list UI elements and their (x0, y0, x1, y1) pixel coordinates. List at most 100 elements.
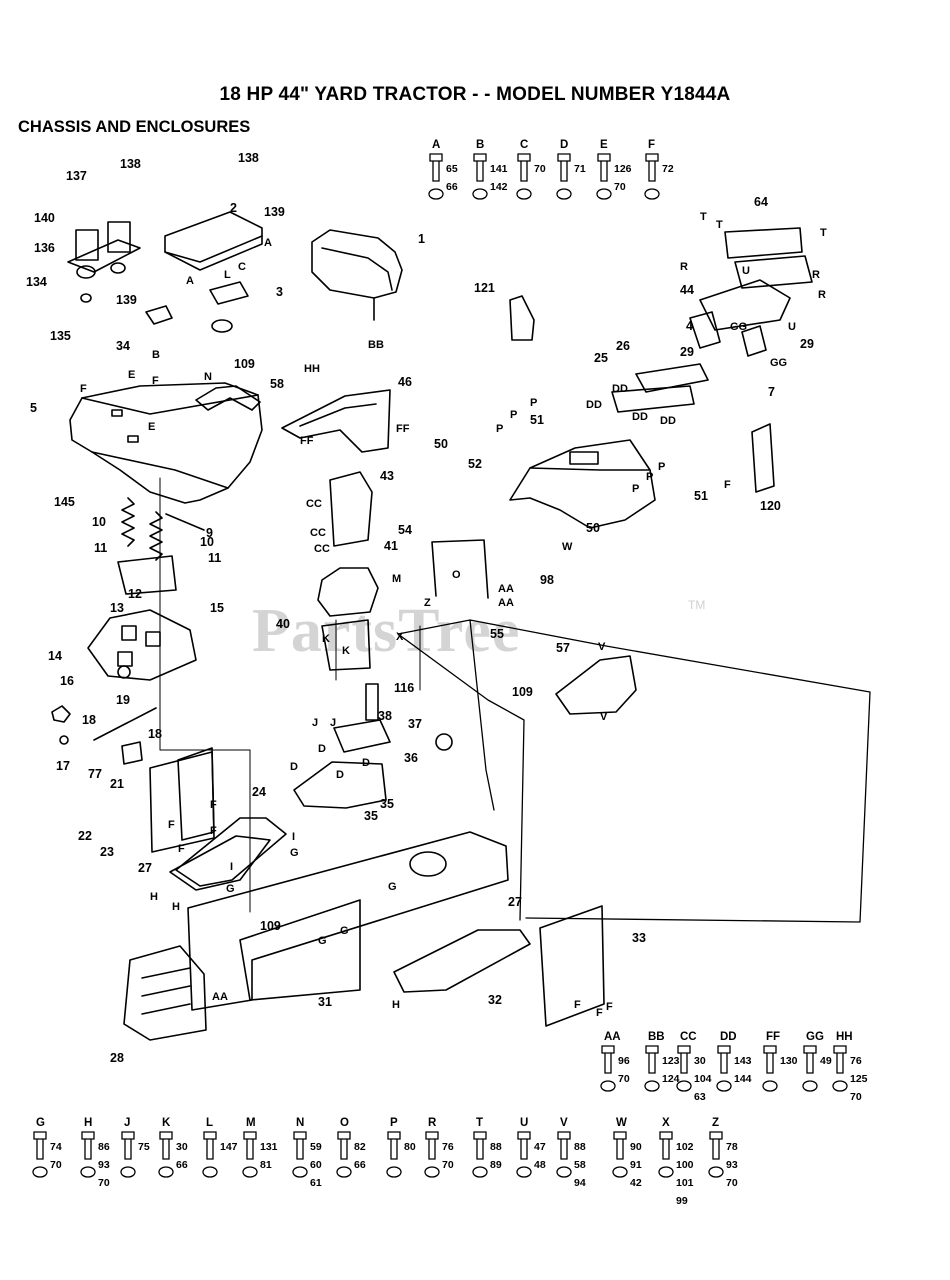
fuel-cover-ridge (529, 467, 651, 471)
callout-number: 19 (116, 693, 130, 707)
bolt-icon (833, 1045, 847, 1074)
nut-icon (612, 1166, 628, 1178)
callout-number: 46 (398, 375, 412, 389)
fastener-key: W (616, 1117, 627, 1129)
reference-letter: F (178, 843, 185, 855)
fastener-part-number: 142 (490, 181, 508, 193)
callout-number: 29 (800, 337, 814, 351)
reference-letter: M (392, 573, 401, 585)
reference-letter: GG (770, 357, 787, 369)
fastener-key: CC (680, 1031, 697, 1043)
nut-icon (516, 1166, 532, 1178)
fastener-part-number: 89 (490, 1159, 502, 1171)
nut-icon (292, 1166, 308, 1178)
callout-number: 38 (378, 709, 392, 723)
fastener-part-number: 75 (138, 1141, 150, 1153)
callout-number: 5 (30, 401, 37, 415)
callout-number: 25 (594, 351, 608, 365)
bracket-121 (509, 295, 535, 341)
reference-letter: G (340, 925, 349, 937)
dash-panel (87, 609, 197, 681)
reference-letter: R (680, 261, 688, 273)
callout-number: 12 (128, 587, 142, 601)
reference-letter: H (392, 999, 400, 1011)
fastener-part-number: 143 (734, 1055, 752, 1067)
nut-icon (556, 188, 572, 200)
nut-icon (802, 1080, 818, 1092)
fastener-part-number: 93 (726, 1159, 738, 1171)
steering-bracket (333, 719, 391, 753)
steering-shaft (365, 683, 379, 721)
fastener-part-number: 82 (354, 1141, 366, 1153)
fastener-key: G (36, 1117, 45, 1129)
callout-number: 34 (116, 339, 130, 353)
callout-number: 29 (680, 345, 694, 359)
callout-number: 116 (394, 681, 414, 695)
reference-letter: B (152, 349, 160, 361)
fastener-part-number: 93 (98, 1159, 110, 1171)
fastener-part-number: 126 (614, 163, 632, 175)
washer-17 (59, 735, 69, 745)
console-lower (321, 619, 371, 671)
callout-number: 55 (490, 627, 504, 641)
bolt-icon (517, 153, 531, 182)
spring-cup (107, 221, 131, 253)
nut-icon (556, 1166, 572, 1178)
reference-letter: V (598, 641, 606, 653)
bolt-icon (659, 1131, 673, 1160)
reference-letter: V (600, 711, 608, 723)
reference-letter: N (204, 371, 212, 383)
callout-number: 24 (252, 785, 266, 799)
callout-number: 120 (760, 499, 781, 513)
bolt-icon (717, 1045, 731, 1074)
nut-icon (762, 1080, 778, 1092)
fastener-part-number: 76 (850, 1055, 862, 1067)
bolt-icon (803, 1045, 817, 1074)
bolt-icon (517, 1131, 531, 1160)
hood-grille-ridge (91, 451, 229, 489)
mount-plate-21 (149, 751, 215, 853)
fastener-part-number: 124 (662, 1073, 680, 1085)
fastener-legend-item: C70 (516, 139, 546, 200)
callout-number: 139 (264, 205, 285, 219)
fastener-part-number: 70 (618, 1073, 630, 1085)
fastener-part-number: 123 (662, 1055, 680, 1067)
callout-number: 109 (512, 685, 533, 699)
hood-spring (149, 511, 163, 561)
fastener-part-number: 60 (310, 1159, 322, 1171)
fastener-part-number: 101 (676, 1177, 694, 1189)
fastener-key: X (662, 1117, 670, 1129)
bolt-icon (557, 1131, 571, 1160)
reference-letter: DD (612, 383, 628, 395)
callout-number: 139 (116, 293, 137, 307)
seat-bolt-washer (211, 319, 233, 333)
reference-letter: FF (396, 423, 410, 435)
callout-number: 13 (110, 601, 124, 615)
nut-icon (386, 1166, 402, 1178)
fastener-key: FF (766, 1031, 780, 1043)
reference-letter: P (632, 483, 639, 495)
reference-letter: E (148, 421, 155, 433)
nut-icon (708, 1166, 724, 1178)
bolt-icon (677, 1045, 691, 1074)
bolt-icon (709, 1131, 723, 1160)
fastener-part-number: 130 (780, 1055, 798, 1067)
callout-number: 7 (768, 385, 775, 399)
fastener-part-number: 48 (534, 1159, 546, 1171)
nut-icon (516, 188, 532, 200)
callout-number: 16 (60, 674, 74, 688)
rear-hitch-plate (699, 279, 791, 331)
fastener-part-number: 76 (442, 1141, 454, 1153)
reference-letter: U (788, 321, 796, 333)
callout-number: 136 (34, 241, 55, 255)
fastener-key: O (340, 1117, 349, 1129)
nut-icon (658, 1166, 674, 1178)
fastener-key: BB (648, 1031, 665, 1043)
